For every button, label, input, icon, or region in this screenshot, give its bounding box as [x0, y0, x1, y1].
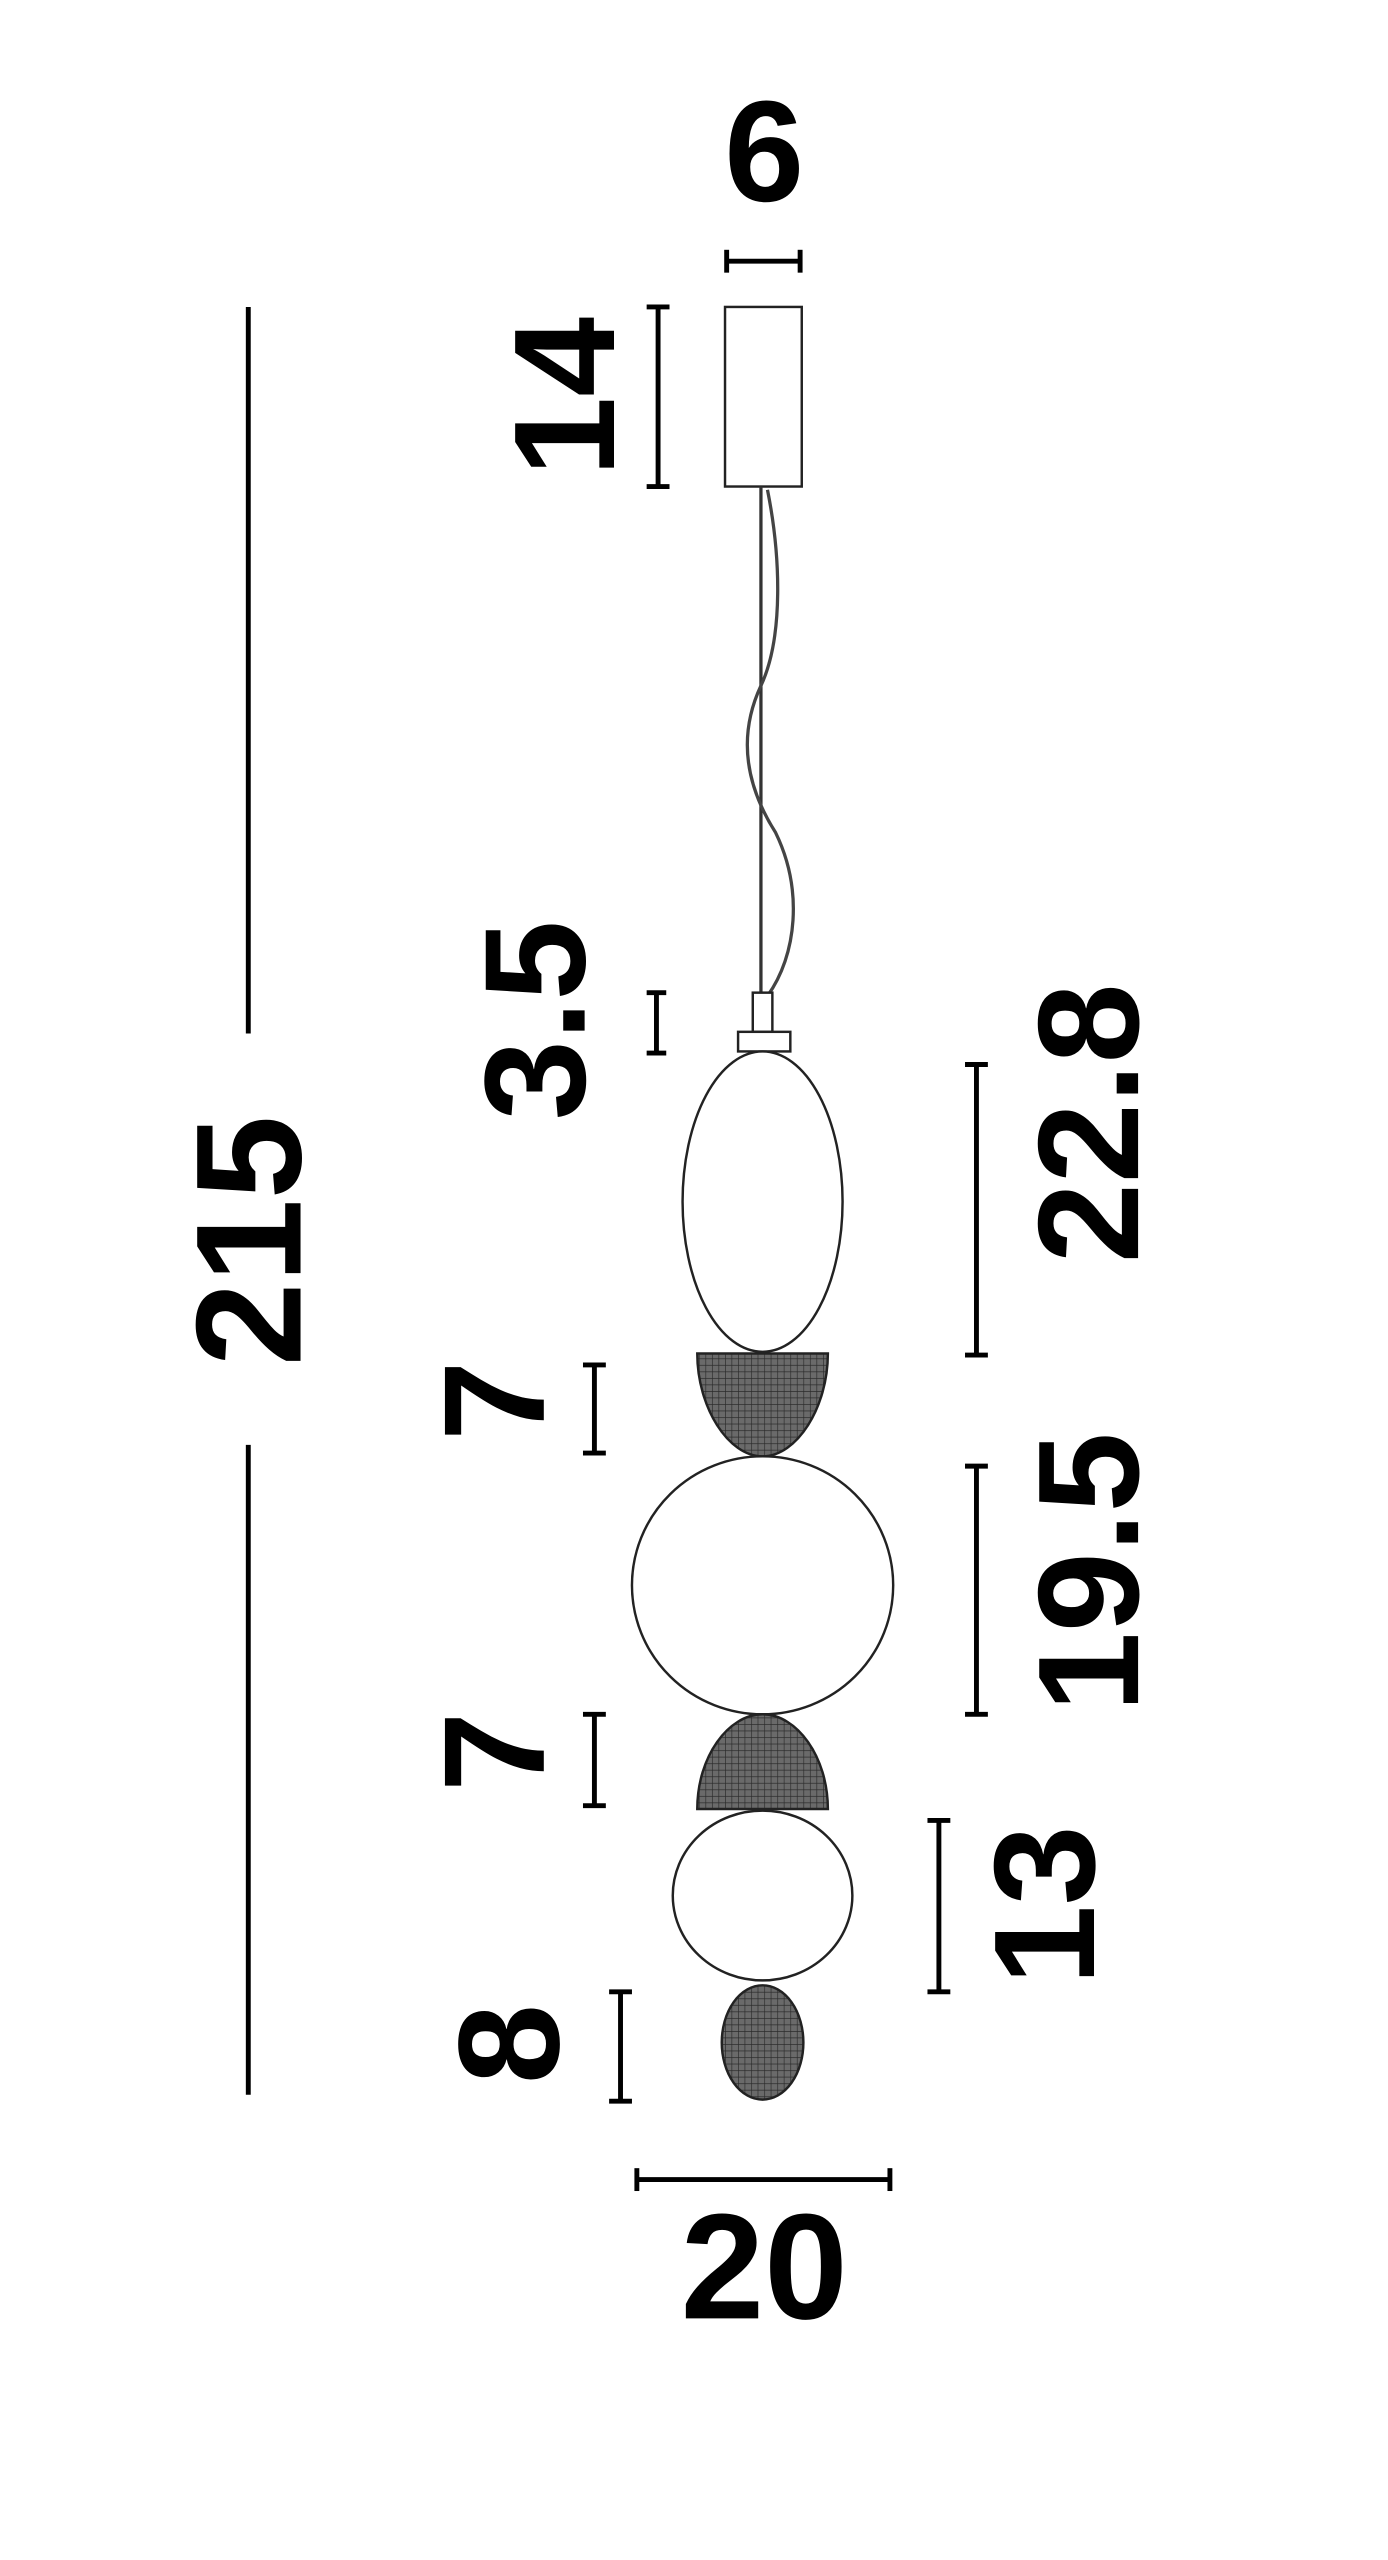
canopy-height-label: 14	[485, 317, 645, 477]
max-width-dimension: 20	[634, 2168, 893, 2350]
upper-oval-height-dimension: 22.8	[965, 983, 1169, 1358]
total-height-label: 215	[165, 1116, 333, 1367]
bottom-mesh-bead	[720, 1984, 805, 2101]
connector-height-dimension: 3.5	[456, 921, 667, 1121]
max-width-label: 20	[681, 2182, 848, 2350]
lower-mesh-dome	[696, 1713, 830, 1811]
upper-dome-height-dimension: 7	[415, 1361, 606, 1456]
lower-sphere-height-label: 13	[965, 1825, 1125, 1985]
canopy	[723, 305, 803, 488]
canopy-width-dimension: 6	[724, 72, 804, 273]
bottom-bead-height-dimension: 8	[429, 1989, 632, 2104]
upper-oval-height-label: 22.8	[1009, 983, 1169, 1263]
lower-dome-height-label: 7	[415, 1712, 575, 1792]
lower-dome-height-dimension: 7	[415, 1711, 606, 1809]
middle-sphere-height-dimension: 19.5	[965, 1432, 1169, 1717]
canopy-height-dimension: 14	[485, 304, 670, 489]
upper-dome-height-label: 7	[415, 1361, 575, 1441]
middle-sphere-shade	[630, 1455, 895, 1716]
connector-ring	[736, 1030, 792, 1053]
upper-mesh-dome	[696, 1352, 830, 1458]
lower-sphere-height-dimension: 13	[927, 1817, 1125, 1995]
power-cable	[745, 489, 795, 997]
middle-sphere-height-label: 19.5	[1009, 1432, 1169, 1712]
lower-sphere-shade	[671, 1809, 854, 1982]
connector-height-label: 3.5	[456, 921, 616, 1121]
total-height-dimension: 215	[165, 306, 333, 2095]
lamp-body	[630, 305, 895, 2101]
bottom-bead-height-label: 8	[429, 2004, 589, 2084]
canopy-width-label: 6	[724, 72, 804, 232]
upper-oval-shade	[681, 1050, 844, 1354]
connector	[751, 991, 774, 1034]
